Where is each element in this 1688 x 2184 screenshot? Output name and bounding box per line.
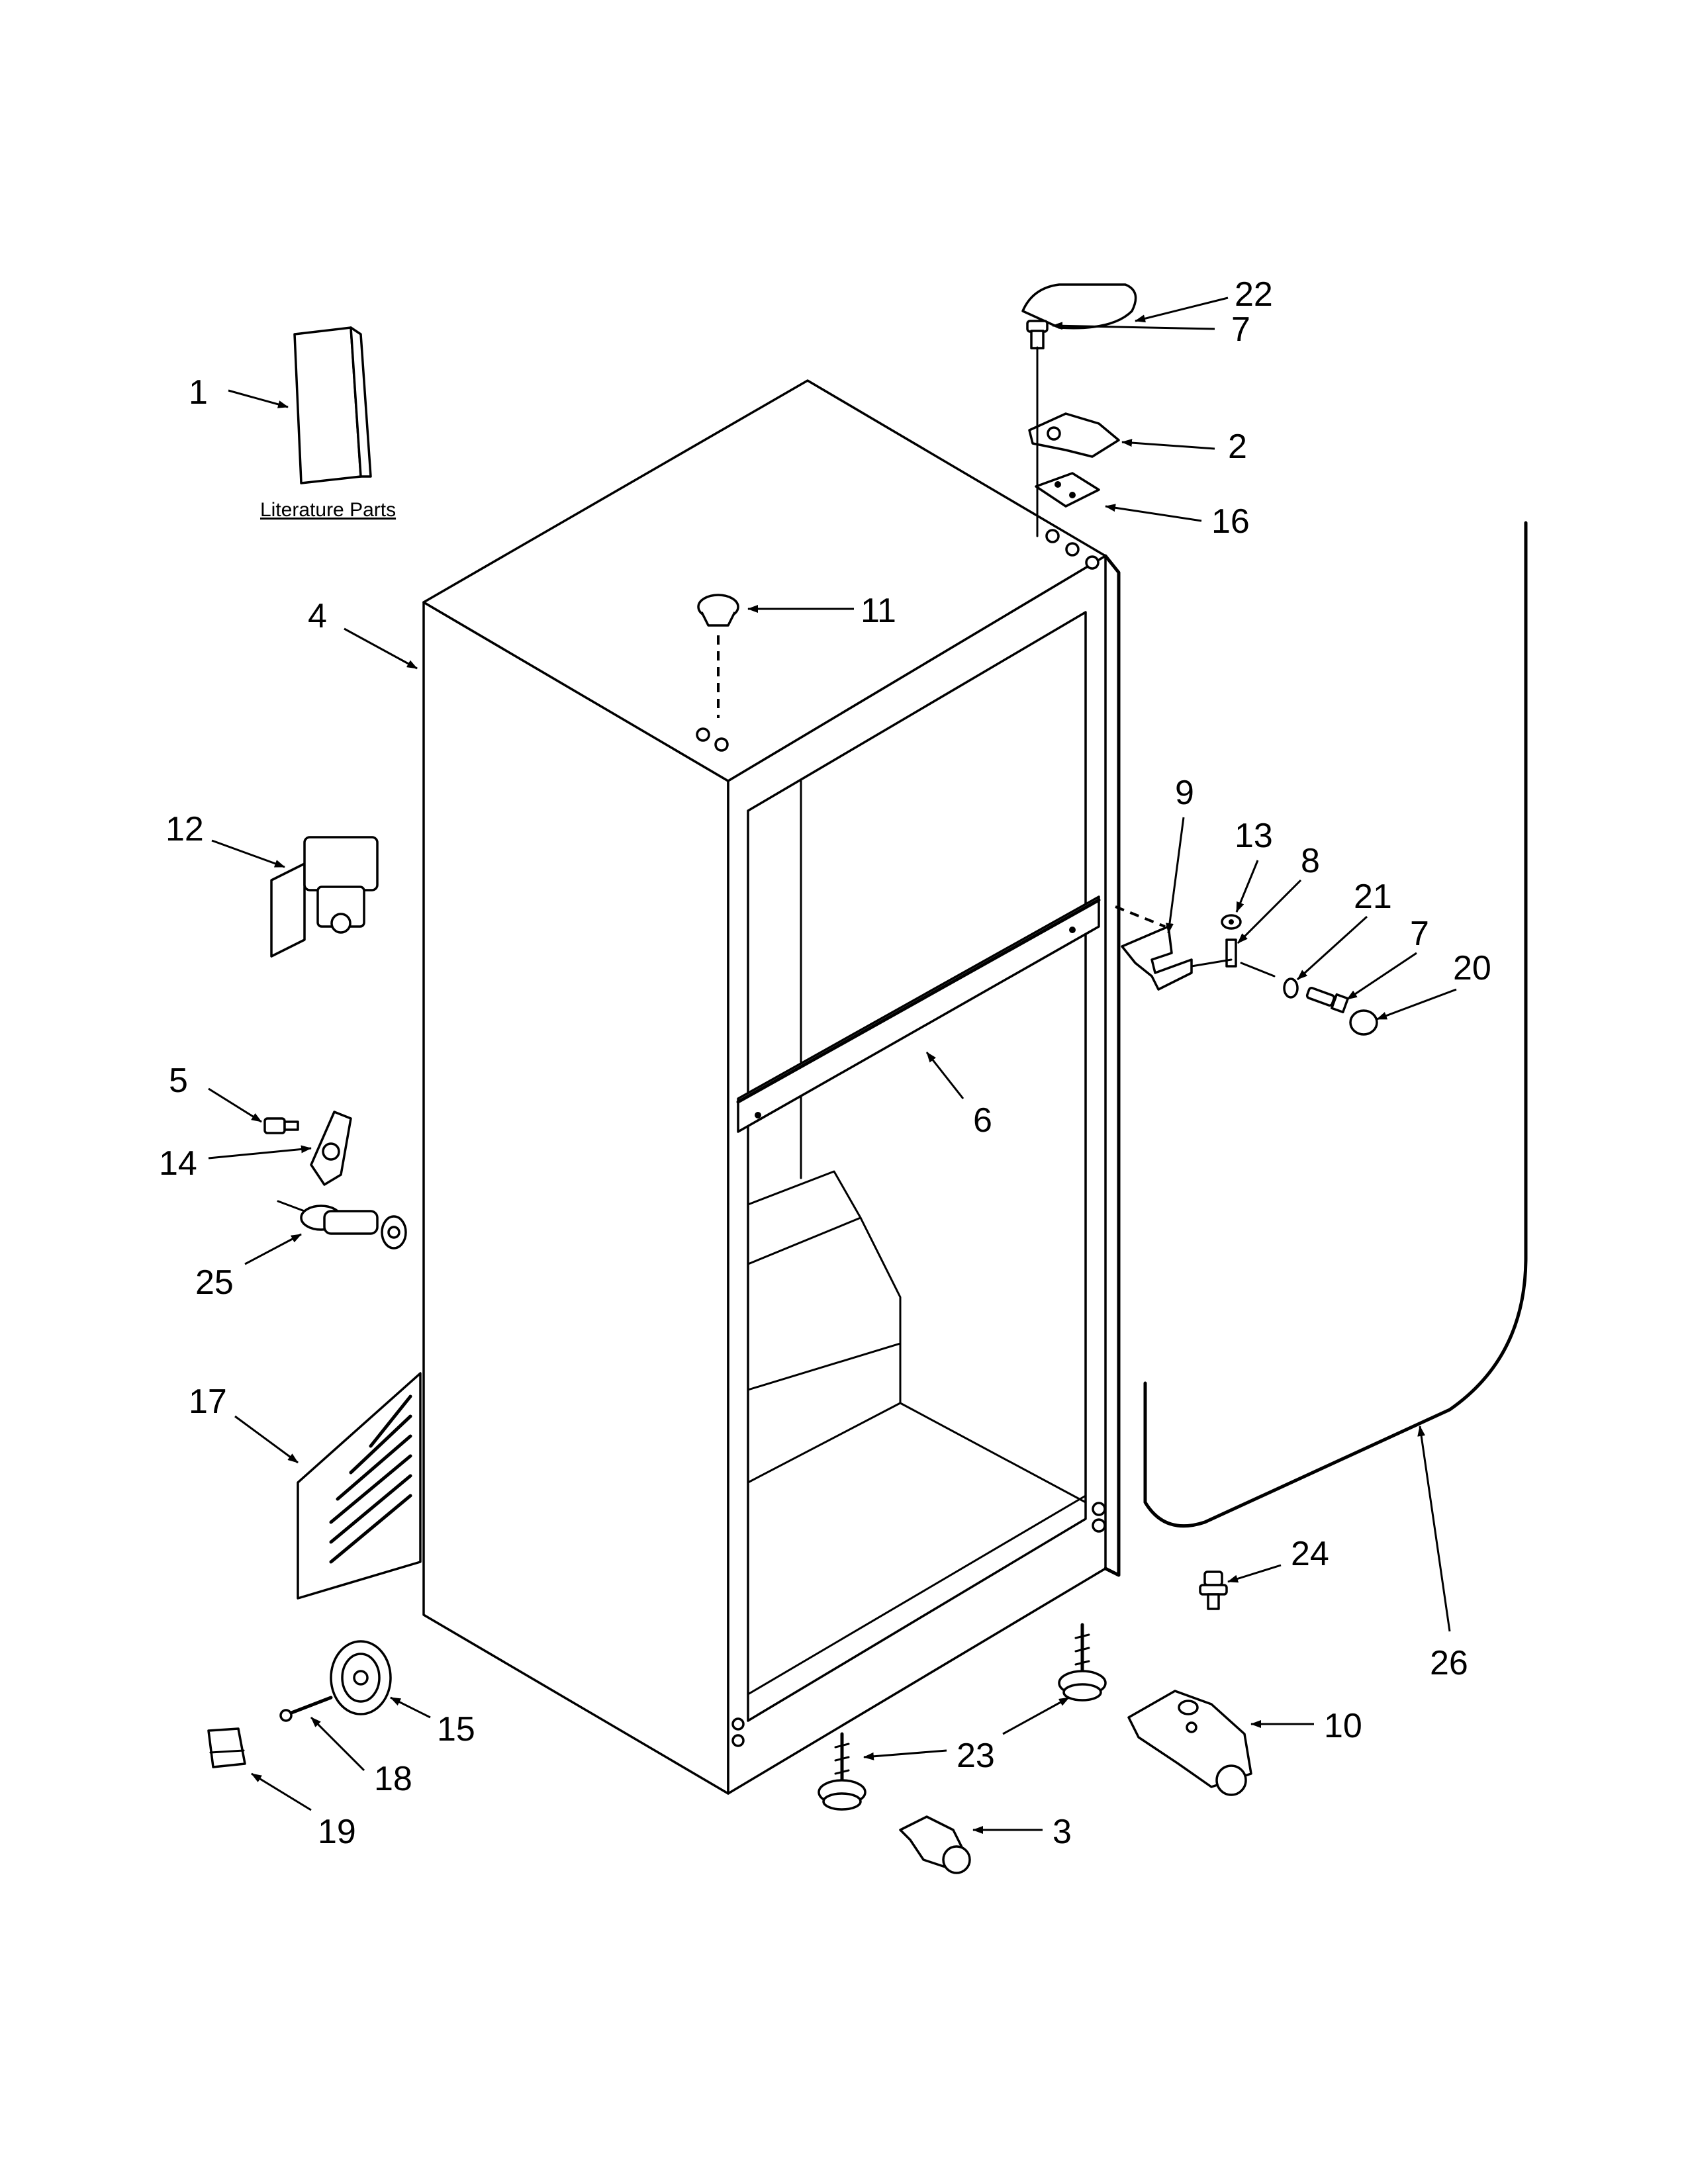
top-hole-2	[714, 737, 729, 752]
bottom-hinge-roller	[1127, 1690, 1252, 1796]
wheel-hub	[353, 1670, 369, 1686]
callout-11: 11	[861, 592, 896, 630]
plug-button	[697, 594, 739, 718]
water-valve-port	[330, 913, 352, 934]
callout-9: 9	[1175, 774, 1194, 812]
hinge-pin-8	[1190, 938, 1237, 968]
callout-6: 6	[973, 1101, 992, 1140]
shim-hole-2	[1069, 492, 1076, 498]
water-valve	[270, 836, 379, 958]
hinge-washer-13	[1221, 914, 1242, 930]
callout-7b: 7	[1410, 915, 1429, 953]
rear-roller	[899, 1815, 971, 1874]
clamp-screw	[263, 1117, 299, 1134]
top-hole-5	[1085, 555, 1100, 570]
bottom-hole-1	[731, 1717, 745, 1731]
callout-10: 10	[1324, 1707, 1362, 1745]
hinge-shim	[1035, 472, 1100, 508]
mullion-hole-1	[755, 1112, 761, 1118]
literature-label: Literature Parts	[260, 499, 396, 521]
side-hole-2	[1092, 1518, 1106, 1533]
access-panel	[297, 1372, 422, 1600]
callout-13: 13	[1235, 817, 1273, 855]
water-inlet-fitting	[277, 1200, 407, 1250]
hinge-screw-7b	[1305, 987, 1349, 1014]
access-panel-grille	[329, 1394, 412, 1564]
bottom-hinge-hole	[1186, 1721, 1197, 1733]
callout-3: 3	[1053, 1813, 1072, 1851]
door-outline	[1143, 521, 1528, 1528]
callout-25: 25	[195, 1263, 234, 1302]
leader-lines	[208, 296, 1457, 1834]
callout-22: 22	[1235, 275, 1273, 314]
center-hinge-bracket	[1121, 925, 1193, 991]
callout-12: 12	[165, 810, 204, 848]
callout-23: 23	[957, 1737, 995, 1775]
callout-8: 8	[1301, 842, 1320, 880]
callout-20: 20	[1453, 949, 1491, 987]
callout-16: 16	[1211, 502, 1250, 541]
hinge-cap-20	[1349, 1009, 1378, 1036]
hinge-washer-21	[1283, 978, 1299, 999]
callout-21: 21	[1354, 878, 1392, 916]
foot-pad	[207, 1727, 246, 1768]
axle-pin-head	[279, 1709, 293, 1722]
literature-parts: Literature Parts	[260, 326, 396, 521]
hinge-screw-top	[1026, 320, 1049, 349]
side-hole-1	[1092, 1502, 1106, 1516]
door-stop-plug	[1199, 1570, 1228, 1610]
callout-15: 15	[437, 1710, 475, 1749]
wheel-axle-pin	[279, 1696, 333, 1722]
tubing-clamp-hole	[322, 1142, 340, 1161]
bottom-hinge-wheel	[1215, 1764, 1247, 1796]
fitting-ring-hole	[387, 1226, 400, 1239]
tubing-clamp	[310, 1111, 352, 1186]
top-hole-1	[696, 727, 710, 742]
top-hinge-hole	[1047, 426, 1061, 441]
shim-hole-1	[1055, 481, 1061, 488]
callout-5: 5	[169, 1062, 188, 1100]
top-hole-3	[1045, 529, 1060, 543]
callout-14: 14	[159, 1144, 197, 1183]
callout-4: 4	[308, 597, 327, 635]
leveling-leg-right	[1058, 1623, 1107, 1702]
rear-roller-wheel	[942, 1845, 971, 1874]
callout-19: 19	[318, 1813, 356, 1851]
callout-26: 26	[1430, 1644, 1468, 1682]
top-hinge	[1028, 412, 1120, 458]
bottom-hole-2	[731, 1734, 745, 1747]
callout-17: 17	[189, 1383, 227, 1421]
callout-labels: 1 4 22 7 2 16 11 12 5 14 25 17 6 9 13 8 …	[159, 275, 1491, 1851]
hinge-washer-13-hole	[1229, 919, 1234, 925]
mullion-bar	[736, 895, 1101, 1133]
mullion-hole-2	[1069, 927, 1076, 933]
roller-wheel	[330, 1640, 392, 1715]
leveling-leg-left	[818, 1732, 867, 1811]
callout-1: 1	[189, 373, 208, 412]
callout-7a: 7	[1231, 310, 1250, 349]
callout-18: 18	[374, 1760, 412, 1798]
callout-24: 24	[1291, 1535, 1329, 1573]
refrigerator-cabinet	[422, 379, 1121, 1795]
callout-2: 2	[1228, 428, 1247, 466]
top-hole-4	[1065, 542, 1080, 557]
